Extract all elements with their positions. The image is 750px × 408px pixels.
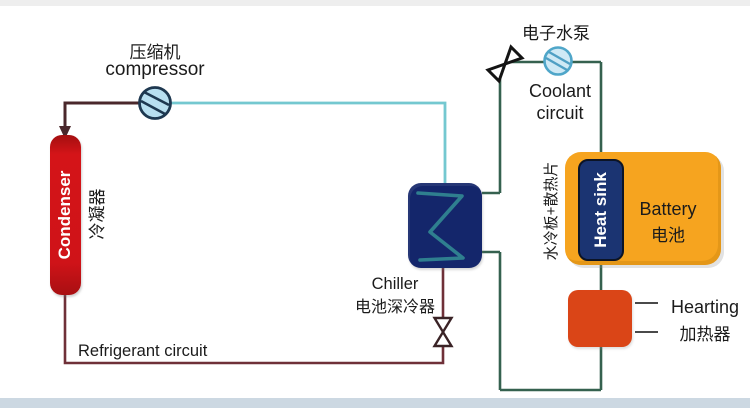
- pipe-condenser-to-valve: [63, 295, 445, 365]
- condenser-block: [50, 135, 81, 295]
- compressor-icon: [138, 86, 172, 120]
- condenser-label-zh: 冷凝器: [88, 188, 107, 240]
- coolant-valve-icon: [485, 44, 525, 84]
- pipe-chiller-to-compressor: [155, 101, 447, 184]
- expansion-valve-icon: [432, 316, 454, 348]
- heat-sink-label: Heat sink: [591, 172, 610, 248]
- heater-connector-lines: [635, 302, 658, 333]
- chiller-coil-icon: [416, 191, 465, 262]
- refrigerant-circuit-label: Refrigerant circuit: [78, 342, 208, 360]
- chiller-label-en: Chiller: [371, 275, 419, 293]
- pump-icon: [543, 46, 573, 76]
- condenser-inlet-arrow-icon: [59, 126, 71, 139]
- condenser-label-en: Condenser: [55, 170, 74, 260]
- compressor-label-en: compressor: [105, 59, 205, 80]
- pipe-valve-to-chiller-coolant: [482, 74, 502, 195]
- heater-label-zh: 加热器: [679, 325, 731, 344]
- pipe-compressor-to-condenser: [63, 101, 153, 127]
- battery-label-zh: 电池: [651, 226, 685, 245]
- coolant-circuit-label-line2: circuit: [536, 103, 584, 123]
- heat-sink-block: [578, 159, 624, 261]
- heater-label-en: Hearting: [670, 297, 740, 317]
- battery-label-en: Battery: [639, 199, 697, 219]
- chiller-block: [408, 183, 482, 268]
- chiller-label-zh: 电池深冷器: [354, 299, 435, 316]
- pump-label-zh: 电子水泵: [522, 24, 590, 43]
- cooling-plate-label-zh: 水冷板+散热片: [543, 161, 560, 261]
- top-band: [0, 0, 750, 6]
- compressor-label-zh: 压缩机: [129, 43, 181, 62]
- bottom-band: [0, 398, 750, 408]
- heater-block: [568, 290, 632, 347]
- coolant-circuit-label-line1: Coolant: [528, 81, 592, 101]
